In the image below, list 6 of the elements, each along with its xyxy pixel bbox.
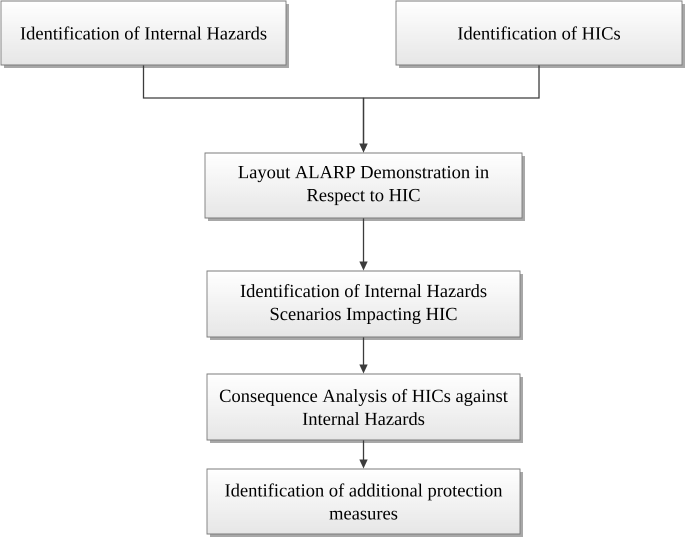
process-box: Identification of Internal Hazards Scenarios Impacting HIC <box>206 270 523 340</box>
process-box: Identification of additional protection measures <box>206 468 523 537</box>
process-box: Identification of Internal Hazards <box>0 0 289 68</box>
process-box: Layout ALARP Demonstration in Respect to HIC <box>204 152 525 221</box>
process-box: Identification of HICs <box>396 0 685 68</box>
process-box: Consequence Analysis of HICs against Internal Hazards <box>206 374 523 443</box>
